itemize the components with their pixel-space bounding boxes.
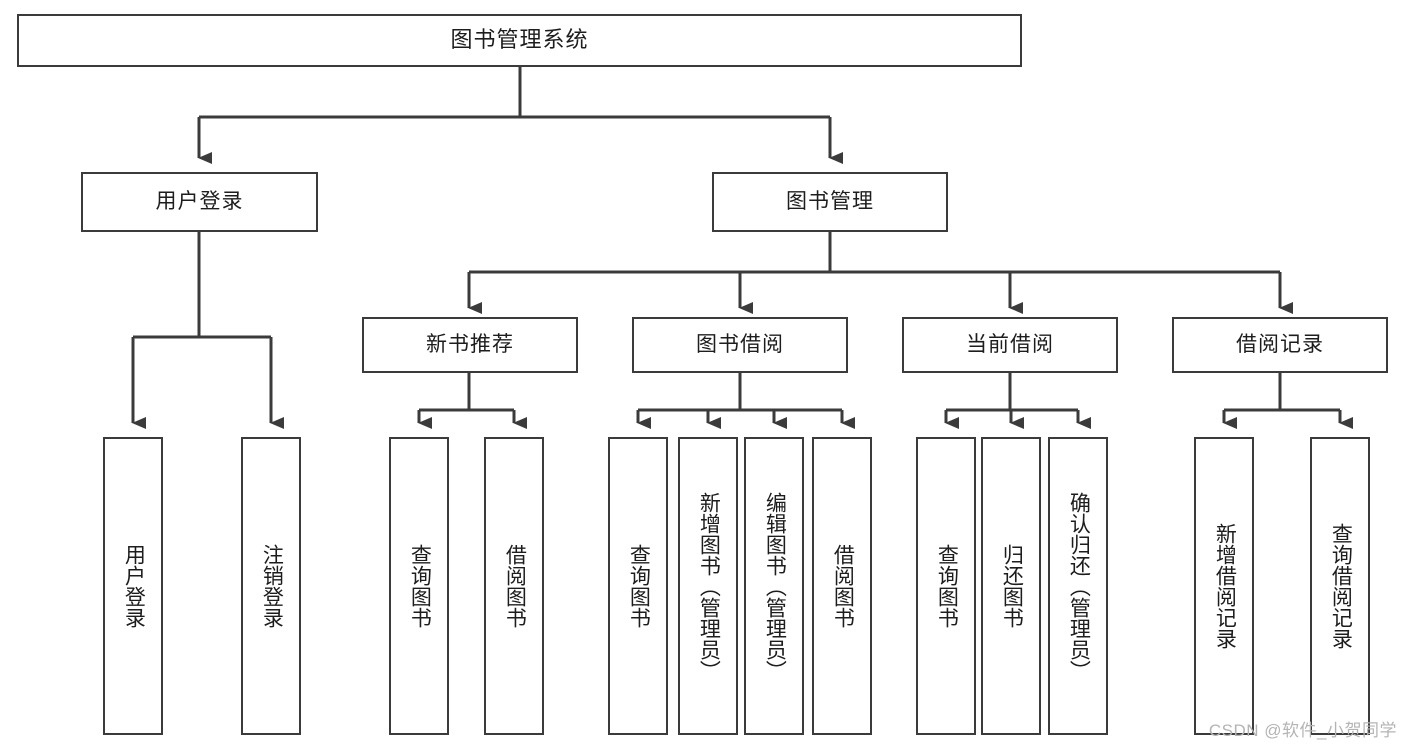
leaf-record-add-record[interactable]: 新增借阅记录 (1194, 437, 1254, 735)
node-label: 查询图书 (627, 544, 651, 628)
leaf-record-query-record[interactable]: 查询借阅记录 (1310, 437, 1370, 735)
node-new-book-recommend[interactable]: 新书推荐 (362, 317, 578, 373)
node-book-management[interactable]: 图书管理 (712, 172, 948, 232)
node-label: 新书推荐 (426, 333, 514, 357)
node-label: 新增借阅记录 (1213, 523, 1237, 649)
node-label: 查询借阅记录 (1329, 523, 1353, 649)
node-book-borrow[interactable]: 图书借阅 (632, 317, 848, 373)
leaf-user-login-logout[interactable]: 注销登录 (241, 437, 301, 735)
leaf-recommend-borrow-book[interactable]: 借阅图书 (484, 437, 544, 735)
leaf-borrow-add-book[interactable]: 新增图书（管理员） (678, 437, 738, 735)
node-label: 新增图书（管理员） (697, 491, 721, 681)
node-label: 用户登录 (122, 544, 146, 628)
leaf-current-return-book[interactable]: 归还图书 (981, 437, 1041, 735)
node-root-system[interactable]: 图书管理系统 (17, 14, 1022, 67)
node-label: 查询图书 (408, 544, 432, 628)
node-label: 图书借阅 (696, 333, 784, 357)
node-borrow-record[interactable]: 借阅记录 (1172, 317, 1388, 373)
node-label: 图书管理系统 (450, 27, 589, 53)
leaf-borrow-edit-book[interactable]: 编辑图书（管理员） (744, 437, 804, 735)
leaf-current-query-book[interactable]: 查询图书 (916, 437, 976, 735)
node-label: 图书管理 (786, 190, 874, 214)
leaf-user-login-login[interactable]: 用户登录 (103, 437, 163, 735)
node-label: 查询图书 (935, 544, 959, 628)
node-label: 当前借阅 (966, 333, 1054, 357)
node-label: 确认归还（管理员） (1067, 491, 1091, 681)
leaf-recommend-query-book[interactable]: 查询图书 (389, 437, 449, 735)
leaf-borrow-query-book[interactable]: 查询图书 (608, 437, 668, 735)
node-label: 借阅图书 (831, 544, 855, 628)
csdn-watermark: CSDN @软件_小贺同学 (1208, 721, 1397, 740)
node-label: 归还图书 (1000, 544, 1024, 628)
node-label: 用户登录 (155, 190, 244, 214)
node-current-borrow[interactable]: 当前借阅 (902, 317, 1118, 373)
node-label: 借阅图书 (503, 544, 527, 628)
leaf-current-confirm-return[interactable]: 确认归还（管理员） (1048, 437, 1108, 735)
node-user-login[interactable]: 用户登录 (81, 172, 318, 232)
node-label: 编辑图书（管理员） (763, 491, 787, 681)
node-label: 注销登录 (260, 544, 284, 628)
node-label: 借阅记录 (1236, 333, 1324, 357)
leaf-borrow-borrow-book[interactable]: 借阅图书 (812, 437, 872, 735)
